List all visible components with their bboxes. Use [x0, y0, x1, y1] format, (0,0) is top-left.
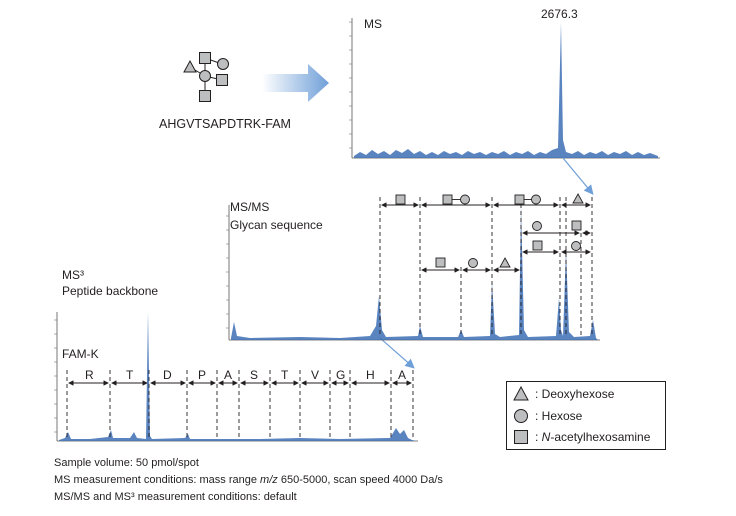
- ms3-sublabel: Peptide backbone: [62, 284, 159, 298]
- glycan-structure: [183, 52, 229, 102]
- ms-baseline-noise: [354, 22, 658, 158]
- residue-label: S: [250, 368, 259, 382]
- residue-label: T: [281, 368, 289, 382]
- condition-sample-volume: Sample volume: 50 pmol/spot: [54, 457, 199, 469]
- residue-label: D: [163, 368, 172, 382]
- circle-hexose-icon: [217, 58, 229, 70]
- arrow-right-icon: [262, 64, 329, 102]
- legend-hexose-label: : Hexose: [535, 409, 583, 423]
- legend-row-hexnac: : N-acetylhexosamine: [513, 429, 650, 445]
- ms-peak-label: 2676.3: [541, 7, 578, 21]
- condition-ms: MS measurement conditions: mass range m/…: [54, 474, 443, 486]
- square-hexnac-icon: [199, 52, 211, 64]
- square-hexnac-icon: [514, 430, 528, 444]
- circle-hexose-icon: [199, 70, 211, 82]
- residue-label: R: [85, 368, 94, 382]
- residue-label: H: [366, 368, 375, 382]
- triangle-deoxyhexose-icon: [513, 386, 529, 401]
- ms3-spectrum-panel: [54, 312, 418, 442]
- legend-row-deoxyhexose: : Deoxyhexose: [513, 386, 614, 402]
- ms-spectrum-panel: [349, 18, 660, 159]
- ms-to-msms-arrow: [562, 157, 594, 195]
- ms3-start-label: FAM-K: [62, 347, 99, 361]
- legend-box: : Deoxyhexose : Hexose : N-acetylhexosam…: [506, 381, 666, 450]
- msms-to-ms3-arrow: [379, 337, 415, 369]
- triangle-deoxyhexose-icon: [183, 59, 197, 73]
- residue-label: G: [336, 368, 346, 382]
- msms-label: MS/MS: [230, 200, 270, 214]
- legend-hexnac-label: : N-acetylhexosamine: [535, 430, 651, 444]
- ms-label: MS: [364, 17, 382, 31]
- residue-label: A: [398, 368, 407, 382]
- legend-deoxyhexose-label: : Deoxyhexose: [535, 387, 615, 401]
- residue-label: P: [198, 368, 207, 382]
- condition-msms: MS/MS and MS³ measurement conditions: de…: [54, 491, 297, 503]
- ms3-label: MS³: [62, 268, 84, 282]
- square-hexnac-icon: [216, 74, 228, 86]
- circle-hexose-icon: [514, 409, 528, 423]
- msms-sublabel: Glycan sequence: [230, 218, 323, 232]
- residue-label: V: [311, 368, 320, 382]
- ms3-spectrum-trace: [59, 312, 416, 441]
- square-hexnac-icon: [199, 90, 211, 102]
- peptide-sequence: AHGVTSAPDTRK-FAM: [159, 117, 291, 131]
- msms-spectrum-panel: [226, 193, 600, 341]
- residue-label: A: [224, 368, 233, 382]
- legend-row-hexose: : Hexose: [513, 408, 582, 424]
- residue-label: T: [126, 368, 134, 382]
